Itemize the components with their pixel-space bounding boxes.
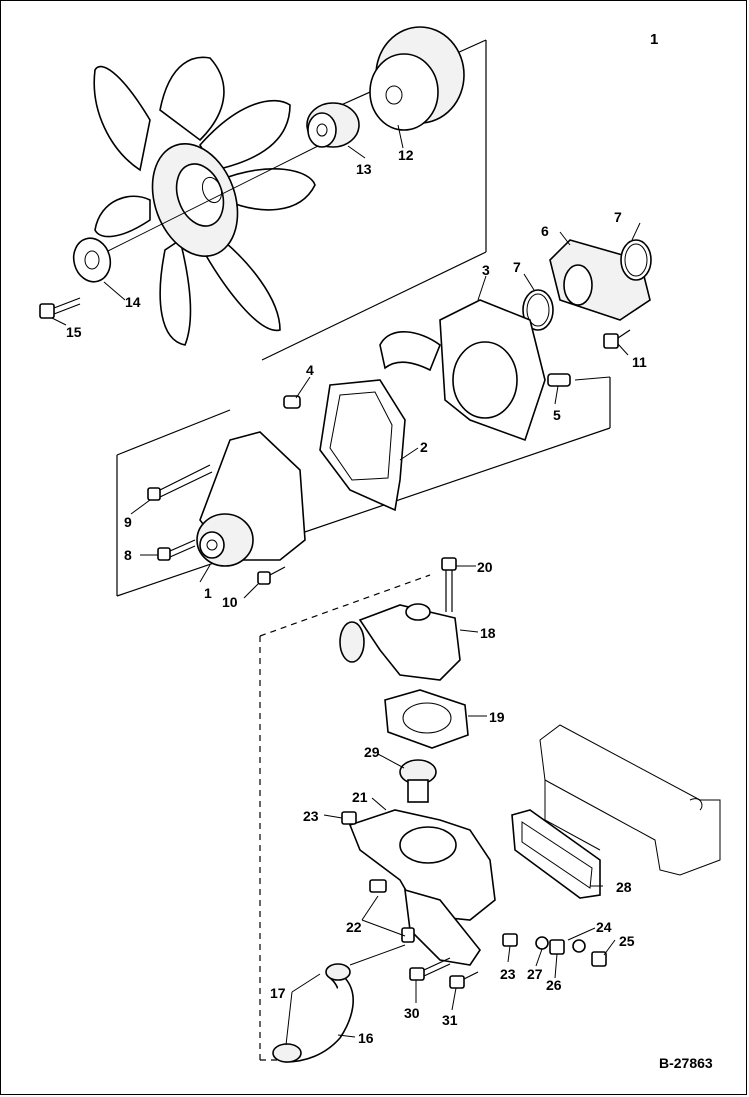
bolt-11 xyxy=(603,329,631,349)
callout-29: 29 xyxy=(364,744,380,760)
figure-number: 1 xyxy=(650,31,658,48)
callout-24: 24 xyxy=(596,919,612,935)
callout-12: 12 xyxy=(398,147,414,163)
callout-14: 14 xyxy=(125,294,141,310)
callout-20: 20 xyxy=(477,559,493,575)
gasket-2 xyxy=(319,379,406,512)
leader-lines xyxy=(51,124,641,1046)
callout-5: 5 xyxy=(553,407,561,423)
callout-28: 28 xyxy=(616,879,632,895)
callout-3: 3 xyxy=(482,262,490,278)
bolts-30-31 xyxy=(409,957,479,989)
callout-16: 16 xyxy=(358,1030,374,1046)
callout-27: 27 xyxy=(527,966,543,982)
callout-7a: 7 xyxy=(614,209,622,225)
pulley-12 xyxy=(369,26,465,131)
callout-6: 6 xyxy=(541,223,549,239)
water-pump-1 xyxy=(196,431,306,567)
callout-30: 30 xyxy=(404,1005,420,1021)
callout-19: 19 xyxy=(489,709,505,725)
sensor-5 xyxy=(547,373,571,387)
callout-2: 2 xyxy=(420,439,428,455)
pump-body-3 xyxy=(379,299,546,442)
callout-10: 10 xyxy=(222,594,238,610)
engine-block-section xyxy=(539,724,721,876)
callout-17: 17 xyxy=(270,985,286,1001)
callout-7b: 7 xyxy=(513,259,521,275)
callout-13: 13 xyxy=(356,161,372,177)
callout-labels: 1 1 2 3 4 5 6 7 7 8 9 10 11 12 13 14 15 … xyxy=(66,31,713,1071)
callout-26: 26 xyxy=(546,977,562,993)
fittings-22-23 xyxy=(341,811,518,947)
plug-4 xyxy=(283,395,301,409)
callout-25: 25 xyxy=(619,933,635,949)
plugs-24-25-26-27 xyxy=(535,936,607,967)
fan-assembly xyxy=(93,56,331,346)
gasket-28 xyxy=(511,809,601,899)
callout-8: 8 xyxy=(124,547,132,563)
figure-reference: B-27863 xyxy=(659,1055,713,1071)
callout-4: 4 xyxy=(306,362,314,378)
gasket-19 xyxy=(384,689,469,749)
fan-bolt-15 xyxy=(39,297,81,319)
o-ring-7a xyxy=(620,239,652,281)
bolt-20 xyxy=(441,557,457,612)
bolts-8-9-10 xyxy=(147,464,286,585)
hose-16-clamps-17 xyxy=(272,963,354,1063)
thermostat-29 xyxy=(399,759,437,803)
callout-21: 21 xyxy=(352,789,368,805)
callout-23a: 23 xyxy=(303,808,319,824)
callout-15: 15 xyxy=(66,324,82,340)
spacer-13 xyxy=(306,102,360,148)
callout-18: 18 xyxy=(480,625,496,641)
callout-9: 9 xyxy=(124,514,132,530)
housing-21 xyxy=(348,809,496,966)
group-outline-pump xyxy=(116,377,611,597)
callout-31: 31 xyxy=(442,1012,458,1028)
thermostat-cover-18 xyxy=(339,603,461,681)
callout-11: 11 xyxy=(632,354,647,370)
callout-22: 22 xyxy=(346,919,362,935)
hub-plate xyxy=(72,237,112,283)
callout-23b: 23 xyxy=(500,966,516,982)
callout-1: 1 xyxy=(204,585,212,601)
